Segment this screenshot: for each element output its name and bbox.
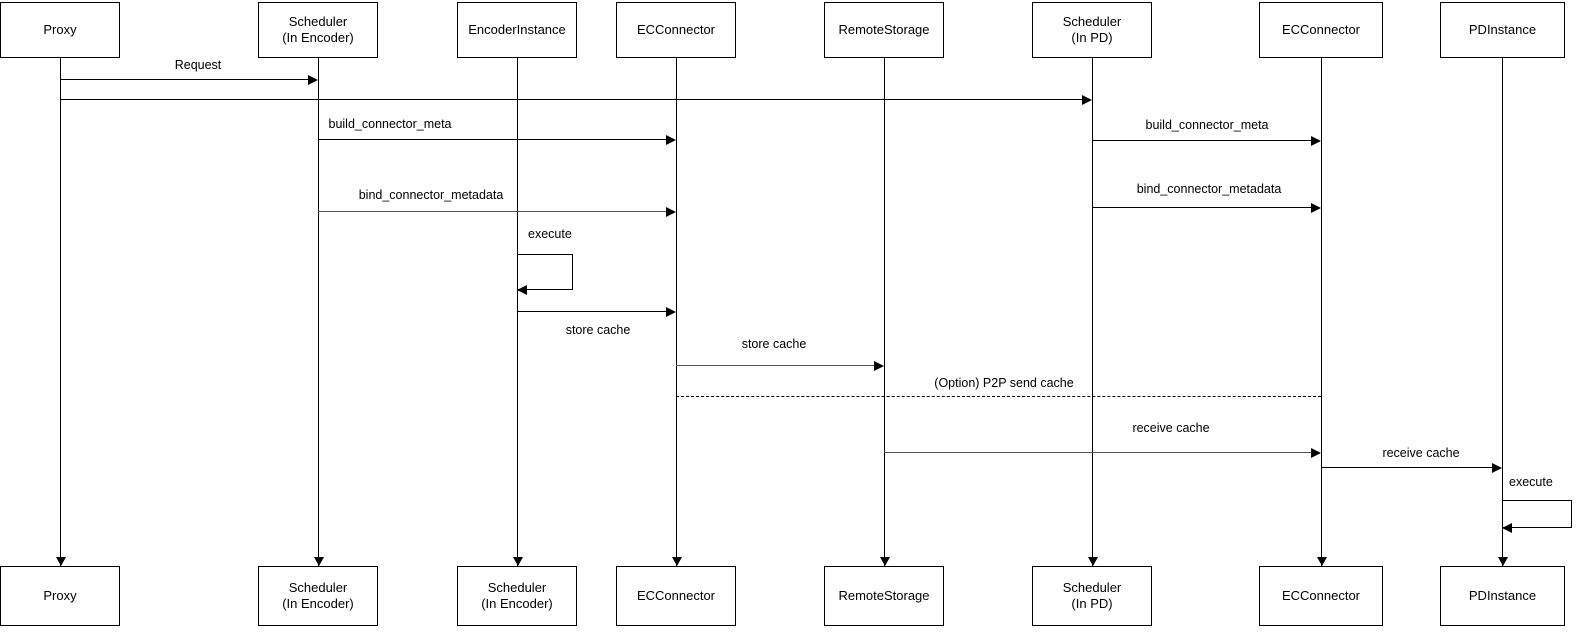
- lifeline-end-arrow-sched_pd: [1088, 557, 1098, 566]
- message-label-m11: receive cache: [1382, 446, 1460, 460]
- message-arrowhead-m8: [874, 360, 884, 371]
- message-line-m3: [318, 139, 668, 140]
- lifeline-pd_inst: [1502, 58, 1503, 566]
- message-line-m8: [676, 365, 876, 367]
- message-arrowhead-m3: [666, 134, 676, 145]
- message-line-m9: [676, 396, 1321, 397]
- participant-footer-pd_inst[interactable]: PDInstance: [1440, 566, 1565, 626]
- lifeline-end-arrow-ec_conn_left: [672, 557, 682, 566]
- participant-header-sched_enc[interactable]: Scheduler (In Encoder): [258, 2, 378, 58]
- self-message-label-s2: execute: [1509, 475, 1553, 489]
- participant-footer-enc_inst[interactable]: Scheduler (In Encoder): [457, 566, 577, 626]
- message-line-m1: [60, 79, 310, 80]
- message-label-m3: build_connector_meta: [328, 117, 452, 131]
- self-message-loop-s1: [517, 254, 573, 290]
- message-arrowhead-m5: [666, 206, 676, 217]
- participant-header-ec_conn_right[interactable]: ECConnector: [1259, 2, 1383, 58]
- participant-footer-sched_pd[interactable]: Scheduler (In PD): [1032, 566, 1152, 626]
- participant-header-proxy[interactable]: Proxy: [0, 2, 120, 58]
- message-arrowhead-m11: [1492, 462, 1502, 473]
- message-arrowhead-m4: [1311, 135, 1321, 146]
- message-line-m7: [517, 311, 668, 312]
- lifeline-remote_store: [884, 58, 885, 566]
- message-label-m4: build_connector_meta: [1145, 118, 1269, 132]
- lifeline-end-arrow-enc_inst: [513, 557, 523, 566]
- message-line-m5: [318, 211, 668, 213]
- lifeline-sched_enc: [318, 58, 319, 566]
- participant-footer-sched_enc[interactable]: Scheduler (In Encoder): [258, 566, 378, 626]
- message-label-m5: bind_connector_metadata: [358, 188, 504, 202]
- lifeline-end-arrow-pd_inst: [1498, 557, 1508, 566]
- participant-footer-proxy[interactable]: Proxy: [0, 566, 120, 626]
- message-line-m2: [60, 99, 1084, 100]
- self-message-label-s1: execute: [528, 227, 572, 241]
- message-line-m4: [1092, 140, 1313, 141]
- lifeline-enc_inst: [517, 58, 518, 566]
- message-label-m10: receive cache: [1132, 421, 1210, 435]
- message-line-m10: [884, 452, 1313, 454]
- participant-footer-remote_store[interactable]: RemoteStorage: [824, 566, 944, 626]
- participant-footer-ec_conn_left[interactable]: ECConnector: [616, 566, 736, 626]
- message-label-m9: (Option) P2P send cache: [934, 376, 1074, 390]
- participant-header-ec_conn_left[interactable]: ECConnector: [616, 2, 736, 58]
- message-label-m7: store cache: [565, 323, 631, 337]
- message-line-m11: [1321, 467, 1494, 468]
- lifeline-end-arrow-proxy: [56, 557, 66, 566]
- message-arrowhead-m7: [666, 306, 676, 317]
- participant-header-enc_inst[interactable]: EncoderInstance: [457, 2, 577, 58]
- lifeline-sched_pd: [1092, 58, 1093, 566]
- message-arrowhead-m1: [308, 74, 318, 85]
- message-label-m1: Request: [174, 58, 222, 72]
- message-arrowhead-m2: [1082, 94, 1092, 105]
- participant-header-remote_store[interactable]: RemoteStorage: [824, 2, 944, 58]
- lifeline-end-arrow-ec_conn_right: [1317, 557, 1327, 566]
- lifeline-end-arrow-sched_enc: [314, 557, 324, 566]
- lifeline-end-arrow-remote_store: [880, 557, 890, 566]
- lifeline-ec_conn_right: [1321, 58, 1322, 566]
- participant-header-sched_pd[interactable]: Scheduler (In PD): [1032, 2, 1152, 58]
- self-message-loop-s2: [1502, 500, 1572, 528]
- message-arrowhead-m6: [1311, 202, 1321, 213]
- participant-footer-ec_conn_right[interactable]: ECConnector: [1259, 566, 1383, 626]
- message-label-m8: store cache: [741, 337, 807, 351]
- message-label-m6: bind_connector_metadata: [1136, 182, 1282, 196]
- self-message-arrowhead-s1: [517, 285, 527, 295]
- lifeline-proxy: [60, 58, 61, 566]
- lifeline-ec_conn_left: [676, 58, 677, 566]
- participant-header-pd_inst[interactable]: PDInstance: [1440, 2, 1565, 58]
- self-message-arrowhead-s2: [1502, 523, 1512, 533]
- message-line-m6: [1092, 207, 1313, 208]
- message-arrowhead-m10: [1311, 447, 1321, 458]
